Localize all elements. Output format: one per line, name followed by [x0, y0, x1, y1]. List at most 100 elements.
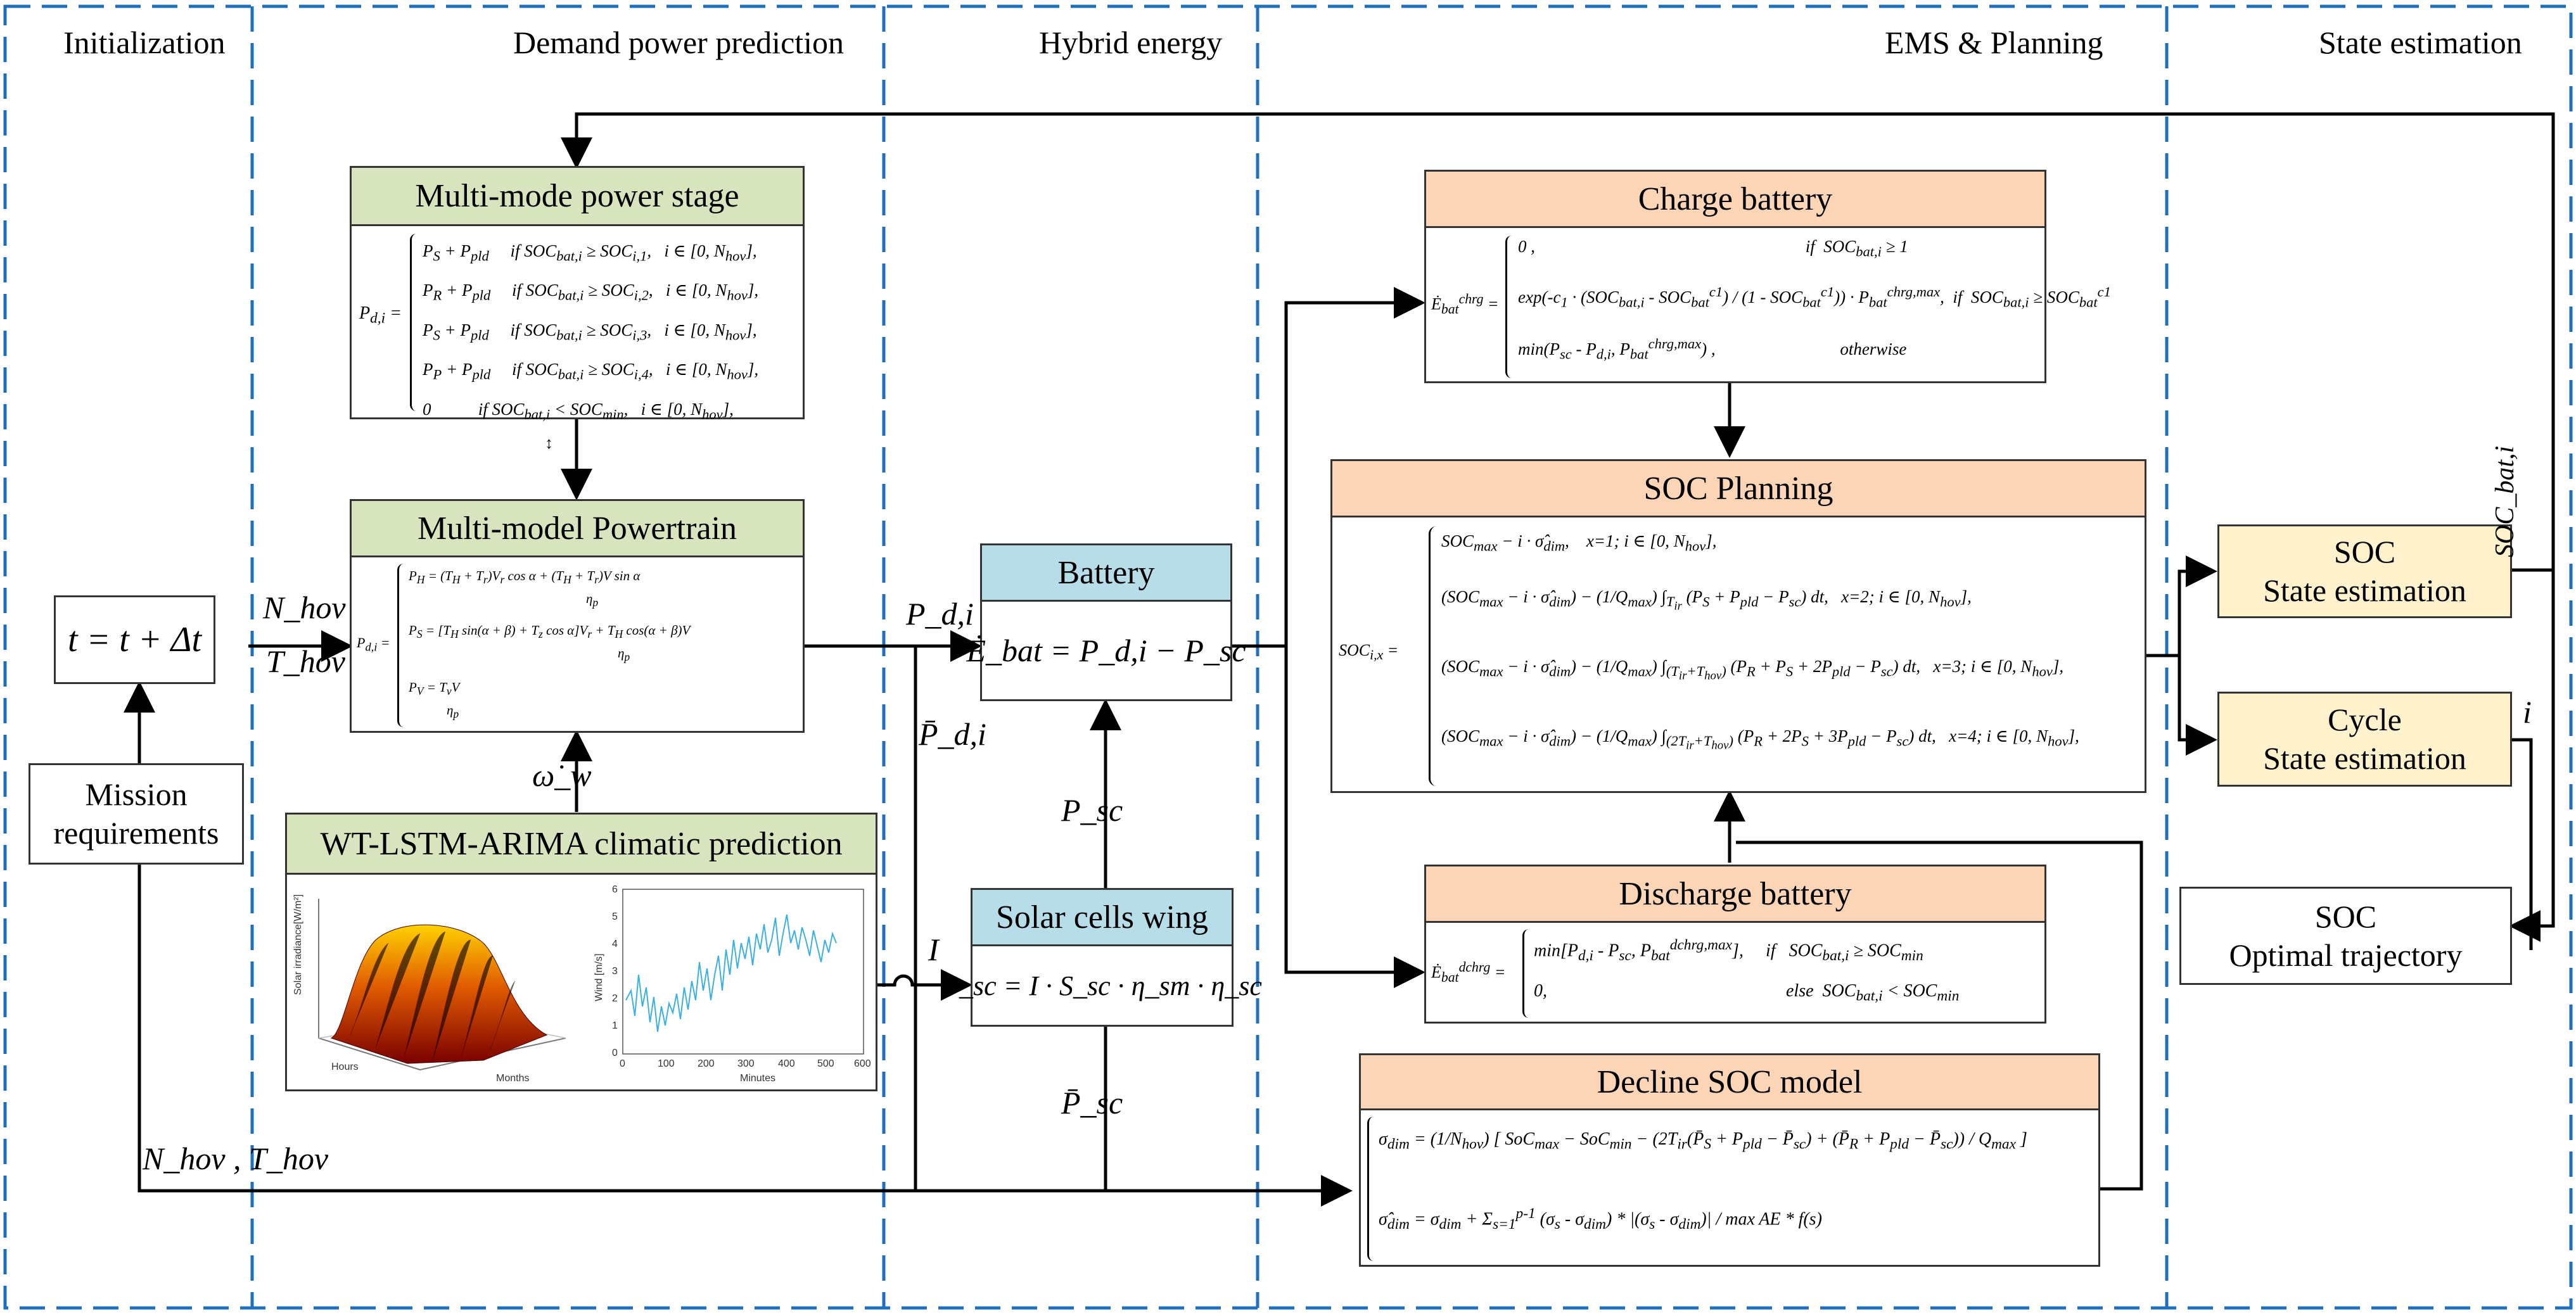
charge-case-3: min(Psc - Pd,i, Pbatchrg,max) , otherwis…	[1518, 336, 1907, 362]
svg-text:400: 400	[778, 1058, 795, 1069]
line-xlabel: Minutes	[740, 1073, 775, 1084]
discharge-equation-box: Ėbatdchrg = min[Pd,i - Psc, Pbatdchrg,ma…	[1424, 921, 2046, 1024]
soc-planning-equation-box: SOCi,x = SOCmax − i · σ̂dim, x=1; i ∈ [0…	[1330, 516, 2146, 793]
signal-n-t-hov: N_hov , T_hov	[143, 1141, 329, 1176]
solar-equation-box: P_sc = I · S_sc · η_sm · η_sc	[942, 944, 1262, 1027]
soc-optimal-trajectory-box: SOC Optimal trajectory	[2179, 887, 2512, 985]
cycle-est-line-2: State estimation	[2263, 740, 2466, 776]
charge-case-2: exp(-c1 · (SOCbat,i - SOCbatc1) / (1 - S…	[1518, 284, 2111, 310]
multimode-header: Multi-mode power stage	[350, 166, 805, 226]
planning-to-soc-est	[2146, 555, 2217, 657]
signal-p-sc-bar: P̄_sc	[1061, 1085, 1123, 1120]
irradiance-surface-plot: Solar irradiance[W/m²] Hours Months	[293, 894, 566, 1084]
soc-case-3: (SOCmax − i · σ̂dim) − (1/Qmax) ∫(Tir+Th…	[1441, 657, 2064, 683]
optimal-line-1: SOC	[2314, 898, 2377, 934]
climatic-to-solar	[874, 974, 969, 987]
soc-case-2: (SOCmax − i · σ̂dim) − (1/Qmax) ∫Tir (PS…	[1441, 587, 1972, 613]
charge-equation-box: Ėbatchrg = 0 , if SOCbat,i ≥ 1 exp(-c1 ·…	[1424, 226, 2111, 383]
discharge-header: Discharge battery	[1424, 865, 2046, 923]
section-title-ems: EMS & Planning	[1885, 25, 2103, 60]
surface-shape	[330, 924, 548, 1064]
svg-text:1: 1	[612, 1020, 618, 1031]
optimal-line-2: Optimal trajectory	[2229, 937, 2463, 973]
soc-case-1: SOCmax − i · σ̂dim, x=1; i ∈ [0, Nhov],	[1441, 531, 1717, 554]
svg-text:6: 6	[612, 884, 618, 895]
brace	[1429, 526, 1436, 786]
mission-requirements-box: Mission requirements	[29, 763, 244, 865]
outer-dashed-border	[3, 4, 2573, 1310]
climatic-header: WT-LSTM-ARIMA climatic prediction	[285, 813, 877, 875]
svg-text:500: 500	[817, 1058, 834, 1069]
signal-i-cycle: i	[2523, 694, 2532, 730]
charge-lhs: Ėbatchrg =	[1431, 291, 1499, 317]
wind-plot-frame	[622, 889, 864, 1055]
soc-state-estimation-box: SOC State estimation	[2217, 524, 2512, 618]
signal-soc-bat-i: SOC_bat,i	[2490, 445, 2520, 557]
svg-text:2: 2	[612, 993, 618, 1004]
powertrain-header: Multi-model Powertrain	[350, 499, 805, 557]
surface-zlabel: Solar irradiance[W/m²]	[293, 894, 303, 995]
signal-p-di-bar: P̄_d,i	[919, 716, 986, 752]
wind-timeseries-plot: 0 100 200 300 400 500 600 0 1 2 3 4 5 6 Minutes Wi…	[594, 884, 871, 1084]
brace	[1505, 236, 1512, 378]
line-ylabel: Wind [m/s]	[594, 953, 604, 1001]
svg-text:3: 3	[612, 966, 618, 977]
signal-p-sc: P_sc	[1061, 792, 1123, 828]
multimode-equations: PS + Ppld if SOCbat,i ≥ SOCi,1, i ∈ [0, …	[423, 241, 759, 422]
battery-equation: Ė_bat = P_d,i − P_sc	[966, 633, 1246, 668]
mission-line-2: requirements	[53, 815, 219, 851]
svg-text:200: 200	[698, 1058, 715, 1069]
brace	[397, 564, 404, 727]
planning-to-cycle-est	[2177, 656, 2217, 756]
svg-text:300: 300	[737, 1058, 755, 1069]
surface-ylabel: Hours	[331, 1062, 359, 1072]
svg-text:0: 0	[620, 1058, 625, 1069]
discharge-case-1: min[Pd,i - Psc, Pbatdchrg,max], if SOCba…	[1534, 937, 1923, 964]
wind-series-line	[625, 914, 837, 1032]
brace	[1367, 1117, 1374, 1261]
decline-header: Decline SOC model	[1359, 1053, 2100, 1110]
cycle-state-estimation-box: Cycle State estimation	[2217, 692, 2512, 787]
cycle-i-line	[2512, 738, 2533, 950]
discharge-lhs: Ėbatdchrg =	[1431, 960, 1506, 985]
battery-equation-box: Ė_bat = P_d,i − P_sc	[966, 600, 1246, 701]
svg-text:100: 100	[658, 1058, 675, 1069]
mission-line-1: Mission	[85, 777, 188, 812]
cycle-est-line-1: Cycle	[2328, 702, 2402, 737]
decline-eq-1: σdim = (1/Nhov) [ SoCmax − SoCmin − (2Ti…	[1379, 1129, 2027, 1153]
multimode-equation-box: Pd,i = PS + Ppld if SOCbat,i ≥ SOCi,1, i…	[350, 224, 805, 422]
feedback-top-line	[561, 112, 2555, 570]
section-title-hybrid: Hybrid energy	[1039, 25, 1223, 60]
soc-lhs: SOCi,x =	[1339, 641, 1399, 663]
brace	[410, 234, 416, 411]
signal-t-hov: T_hov	[266, 644, 345, 679]
powertrain-equation-box: Pd,i = PH = (TH + Tr)Vr cos α + (TH + Tr…	[350, 555, 805, 733]
svg-text:600: 600	[854, 1058, 871, 1069]
signal-p-di: P_d,i	[906, 596, 974, 631]
decline-eq-2: σ̂dim = σdim + Σs=1p-1 (σs - σdim) * |(σ…	[1379, 1205, 1822, 1233]
solar-header: Solar cells wing	[971, 888, 1234, 946]
signal-i: I	[928, 932, 939, 967]
surface-xlabel: Months	[496, 1073, 529, 1084]
charge-case-1: 0 , if SOCbat,i ≥ 1	[1518, 237, 1908, 260]
soc-est-line-1: SOC	[2333, 534, 2396, 569]
time-step-equation: t = t + Δt	[67, 620, 202, 659]
svg-text:5: 5	[612, 911, 618, 922]
to-charge-line	[1284, 287, 1425, 646]
svg-text:0: 0	[612, 1048, 618, 1058]
powertrain-eq-1: PH = (TH + Tr)Vr cos α + (TH + Tr)V sin …	[409, 568, 641, 609]
signal-n-hov: N_hov	[263, 590, 346, 625]
section-title-state: State estimation	[2319, 25, 2522, 60]
battery-header: Battery	[980, 543, 1232, 602]
soc-case-4: (SOCmax − i · σ̂dim) − (1/Qmax) ∫(2Tir+T…	[1441, 726, 2079, 752]
svg-text:4: 4	[612, 939, 618, 949]
soc-planning-header: SOC Planning	[1330, 459, 2146, 517]
section-title-demand: Demand power prediction	[513, 25, 845, 60]
section-title-initialization: Initialization	[63, 25, 226, 60]
small-arrow-mark: ↕	[545, 434, 553, 452]
soc-est-line-2: State estimation	[2263, 573, 2466, 608]
